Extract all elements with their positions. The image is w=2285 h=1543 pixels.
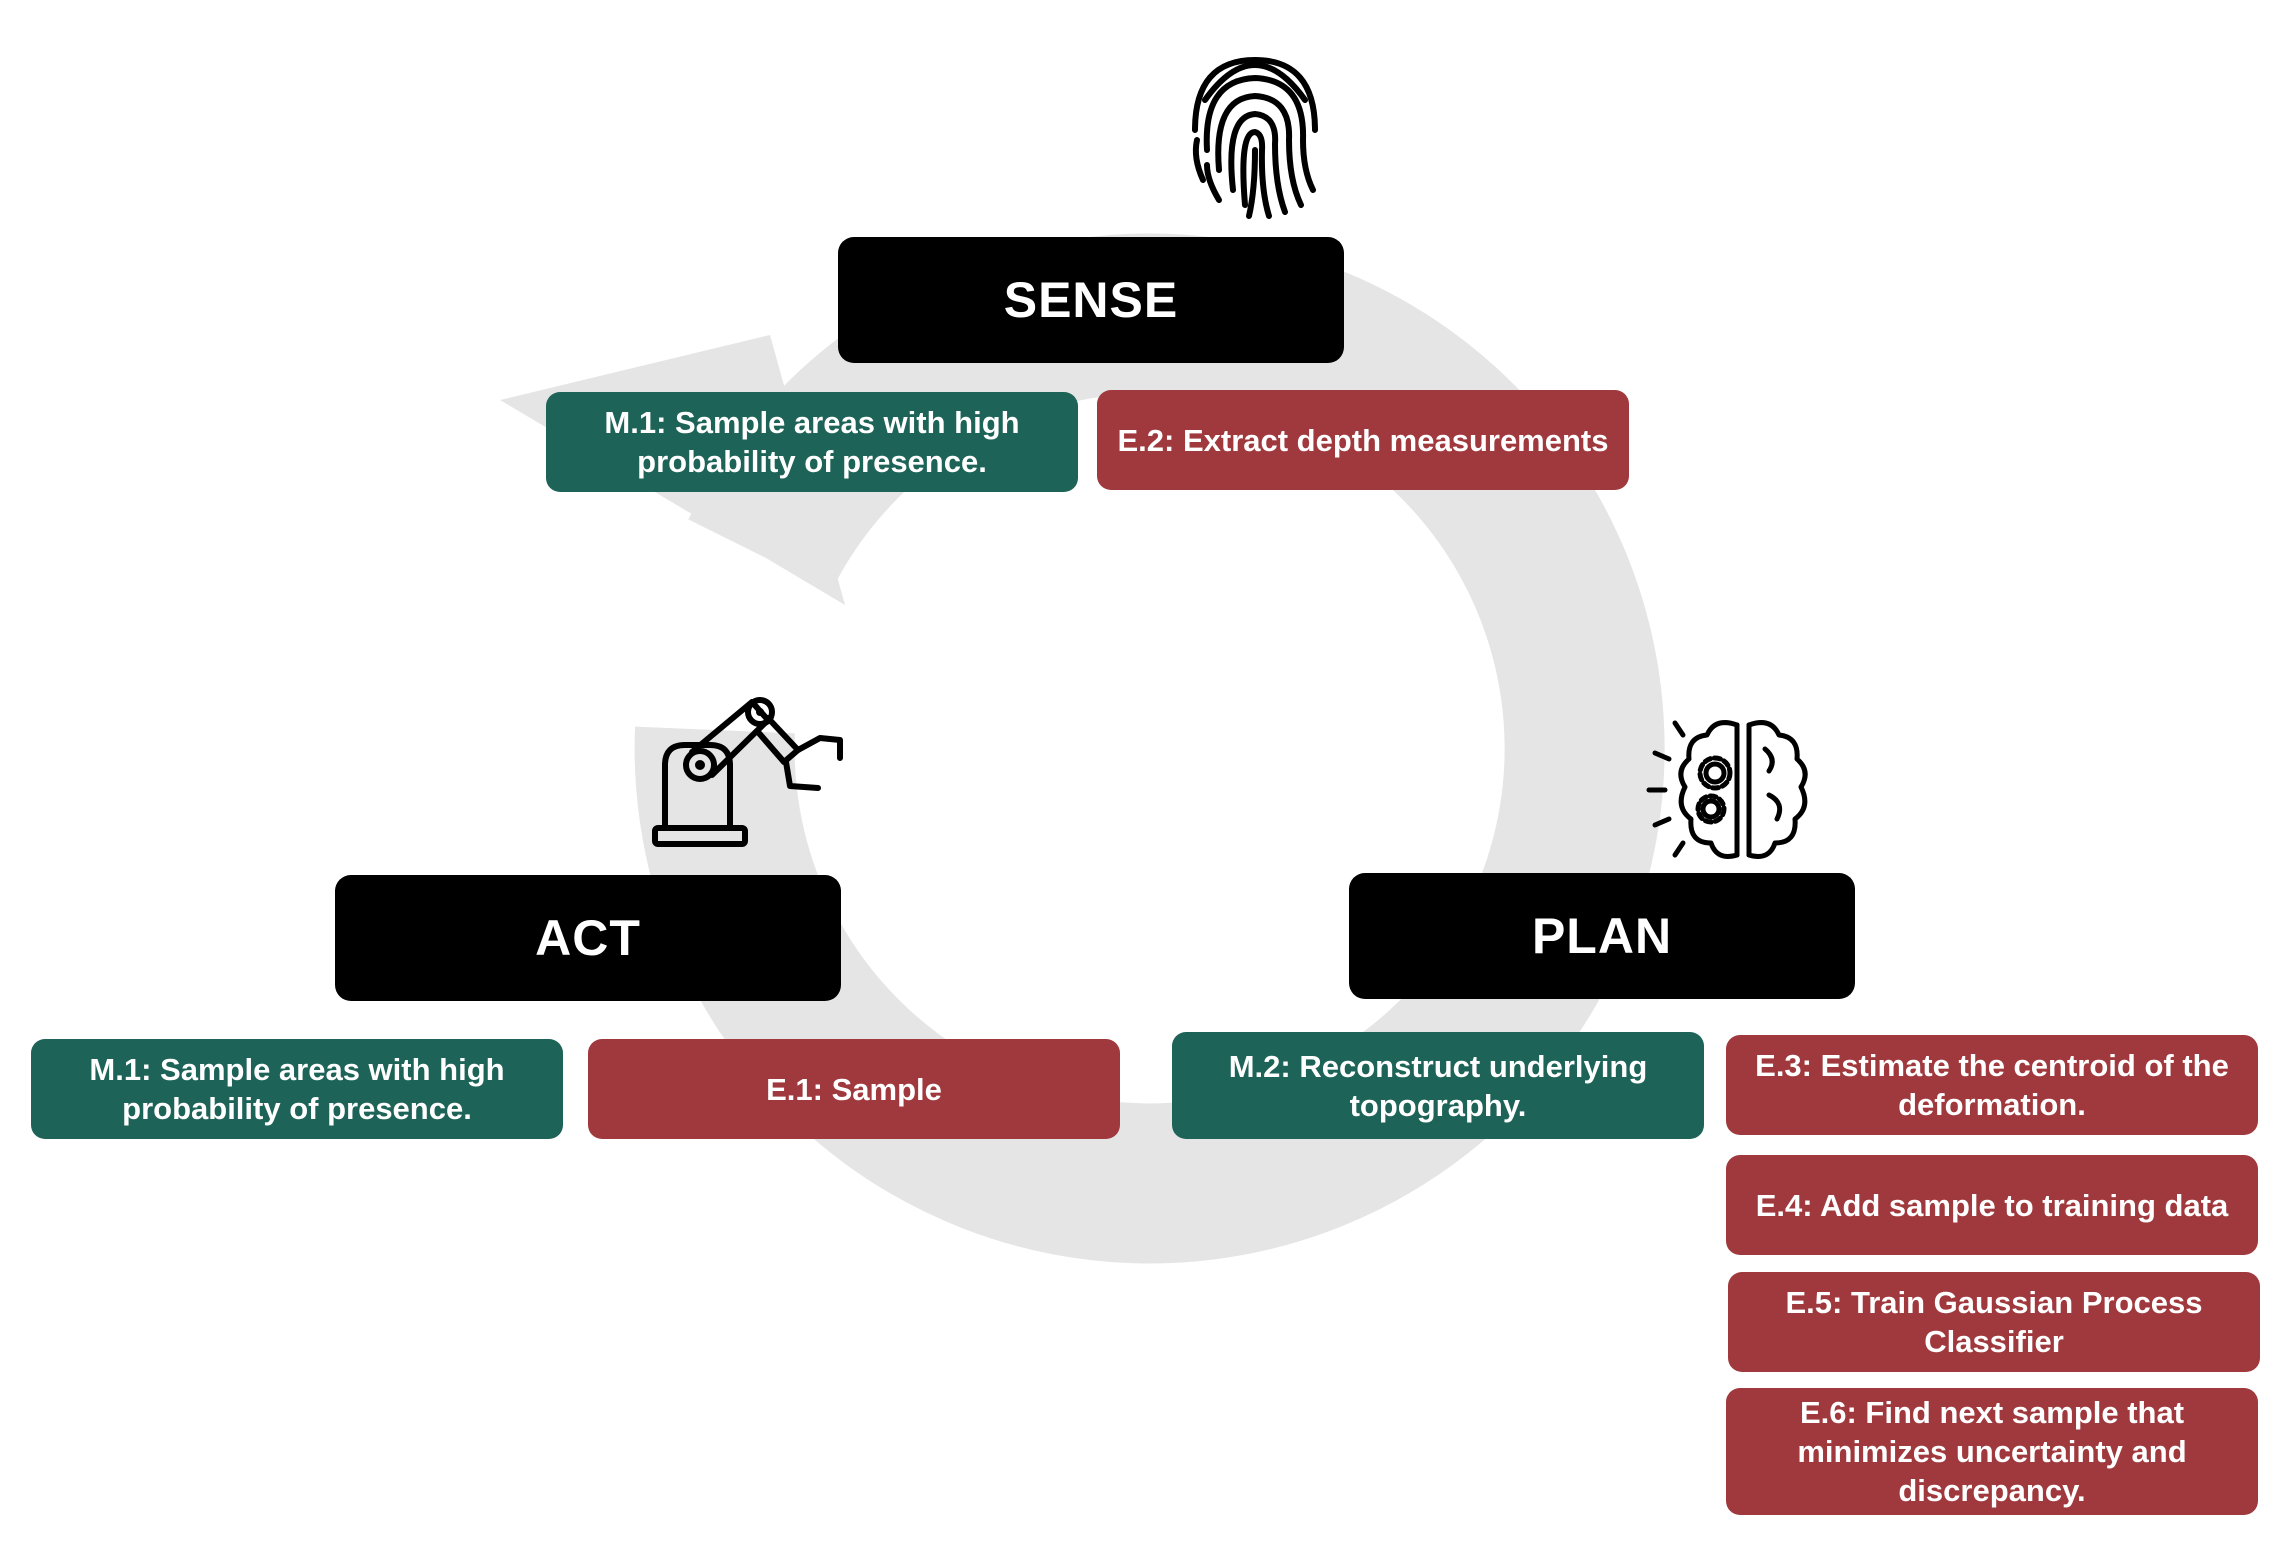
phase-plan-label: PLAN (1531, 908, 1673, 964)
act-step-box: E.1: Sample (588, 1039, 1120, 1139)
fingerprint-icon (1192, 56, 1318, 219)
plan-step-text-4: E.6: Find next sample that minimizes unc… (1797, 1395, 2187, 1508)
brain-gears-icon (1646, 720, 1808, 859)
plan-step-text-2: E.4: Add sample to training data (1755, 1187, 2229, 1223)
act-method-text: M.1: Sample areas with high probability … (89, 1052, 505, 1126)
plan-method-box: M.2: Reconstruct underlying topography. (1172, 1032, 1704, 1139)
plan-step-text-3: E.5: Train Gaussian Process Classifier (1785, 1285, 2203, 1359)
sense-method-box: M.1: Sample areas with high probability … (546, 392, 1078, 492)
phase-act: ACT (335, 875, 841, 1001)
plan-step-box-1: E.3: Estimate the centroid of the deform… (1726, 1035, 2258, 1135)
sense-step-text: E.2: Extract depth measurements (1117, 422, 1609, 458)
plan-step-box-2: E.4: Add sample to training data (1726, 1155, 2258, 1255)
phase-sense: SENSE (838, 237, 1344, 363)
plan-method-text: M.2: Reconstruct underlying topography. (1228, 1048, 1648, 1123)
sense-step-box: E.2: Extract depth measurements (1097, 390, 1629, 490)
act-method-box: M.1: Sample areas with high probability … (31, 1039, 563, 1139)
act-step-text: E.1: Sample (766, 1071, 942, 1107)
sense-method-text: M.1: Sample areas with high probability … (604, 405, 1020, 479)
phase-act-label: ACT (535, 910, 641, 966)
phase-plan: PLAN (1349, 873, 1855, 999)
phase-sense-label: SENSE (1003, 272, 1179, 328)
plan-step-text-1: E.3: Estimate the centroid of the deform… (1755, 1048, 2229, 1122)
robot-arm-icon (652, 697, 843, 847)
plan-step-box-4: E.6: Find next sample that minimizes unc… (1726, 1388, 2258, 1515)
plan-step-box-3: E.5: Train Gaussian Process Classifier (1728, 1272, 2260, 1372)
